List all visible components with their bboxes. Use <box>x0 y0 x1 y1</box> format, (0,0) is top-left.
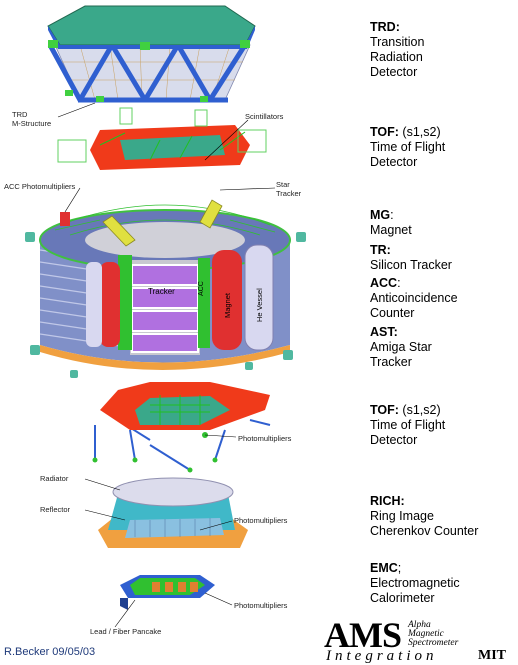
label-acc: ACC <box>198 281 205 296</box>
tof-lower-detector <box>92 382 271 473</box>
legend-emc: EMC; Electromagnetic Calorimeter <box>370 561 460 605</box>
label-he-vessel: He Vessel <box>255 288 264 322</box>
callout-trd-m-structure: TRD M-Structure <box>12 110 52 128</box>
legend-acc: ACC: Anticoincidence Counter <box>370 276 458 320</box>
ams-subtitle-spectrometer: Spectrometer <box>408 638 459 648</box>
tof-upper-detector <box>57 107 267 170</box>
callout-lead-fiber: Lead / Fiber Pancake <box>90 627 162 636</box>
legend-tof-lower: TOF: (s1,s2) Time of Flight Detector <box>370 403 446 447</box>
ams-subtitle-alpha: Alpha <box>408 620 431 630</box>
magnet-tracker-assembly <box>25 199 306 378</box>
rich-detector <box>98 477 248 548</box>
callout-radiator: Radiator <box>40 474 69 483</box>
trd-detector <box>47 5 256 103</box>
integration-label: Integration <box>326 648 438 664</box>
label-tracker: Tracker <box>148 287 175 296</box>
legend-mg: MG: Magnet <box>370 208 412 237</box>
callout-emc-photomultipliers: Photomultipliers <box>234 601 288 610</box>
legend-trd: TRD: Transition Radiation Detector <box>370 20 425 79</box>
ams-logo: AMS <box>324 615 402 655</box>
callout-rich-photomultipliers: Photomultipliers <box>234 516 288 525</box>
callout-reflector: Reflector <box>40 505 71 514</box>
legend-tof-upper: TOF: (s1,s2) Time of Flight Detector <box>370 125 446 169</box>
label-magnet: Magnet <box>223 292 232 318</box>
callout-tof-photomultipliers: Photomultipliers <box>238 434 292 443</box>
legend-tr: TR: Silicon Tracker <box>370 243 452 272</box>
author-date: R.Becker 09/05/03 <box>4 646 96 658</box>
ams-subtitle-magnetic: Magnetic <box>408 629 444 639</box>
legend-rich: RICH: Ring Image Cherenkov Counter <box>370 494 479 538</box>
legend-ast: AST: Amiga Star Tracker <box>370 325 432 369</box>
emc-detector <box>120 575 215 610</box>
mit-logo: MIT <box>478 648 506 663</box>
callout-acc-photomultipliers: ACC Photomultipliers <box>4 182 76 191</box>
callout-scintillators: Scintillators <box>245 112 284 121</box>
callout-star-tracker: Star Tracker <box>276 180 302 198</box>
